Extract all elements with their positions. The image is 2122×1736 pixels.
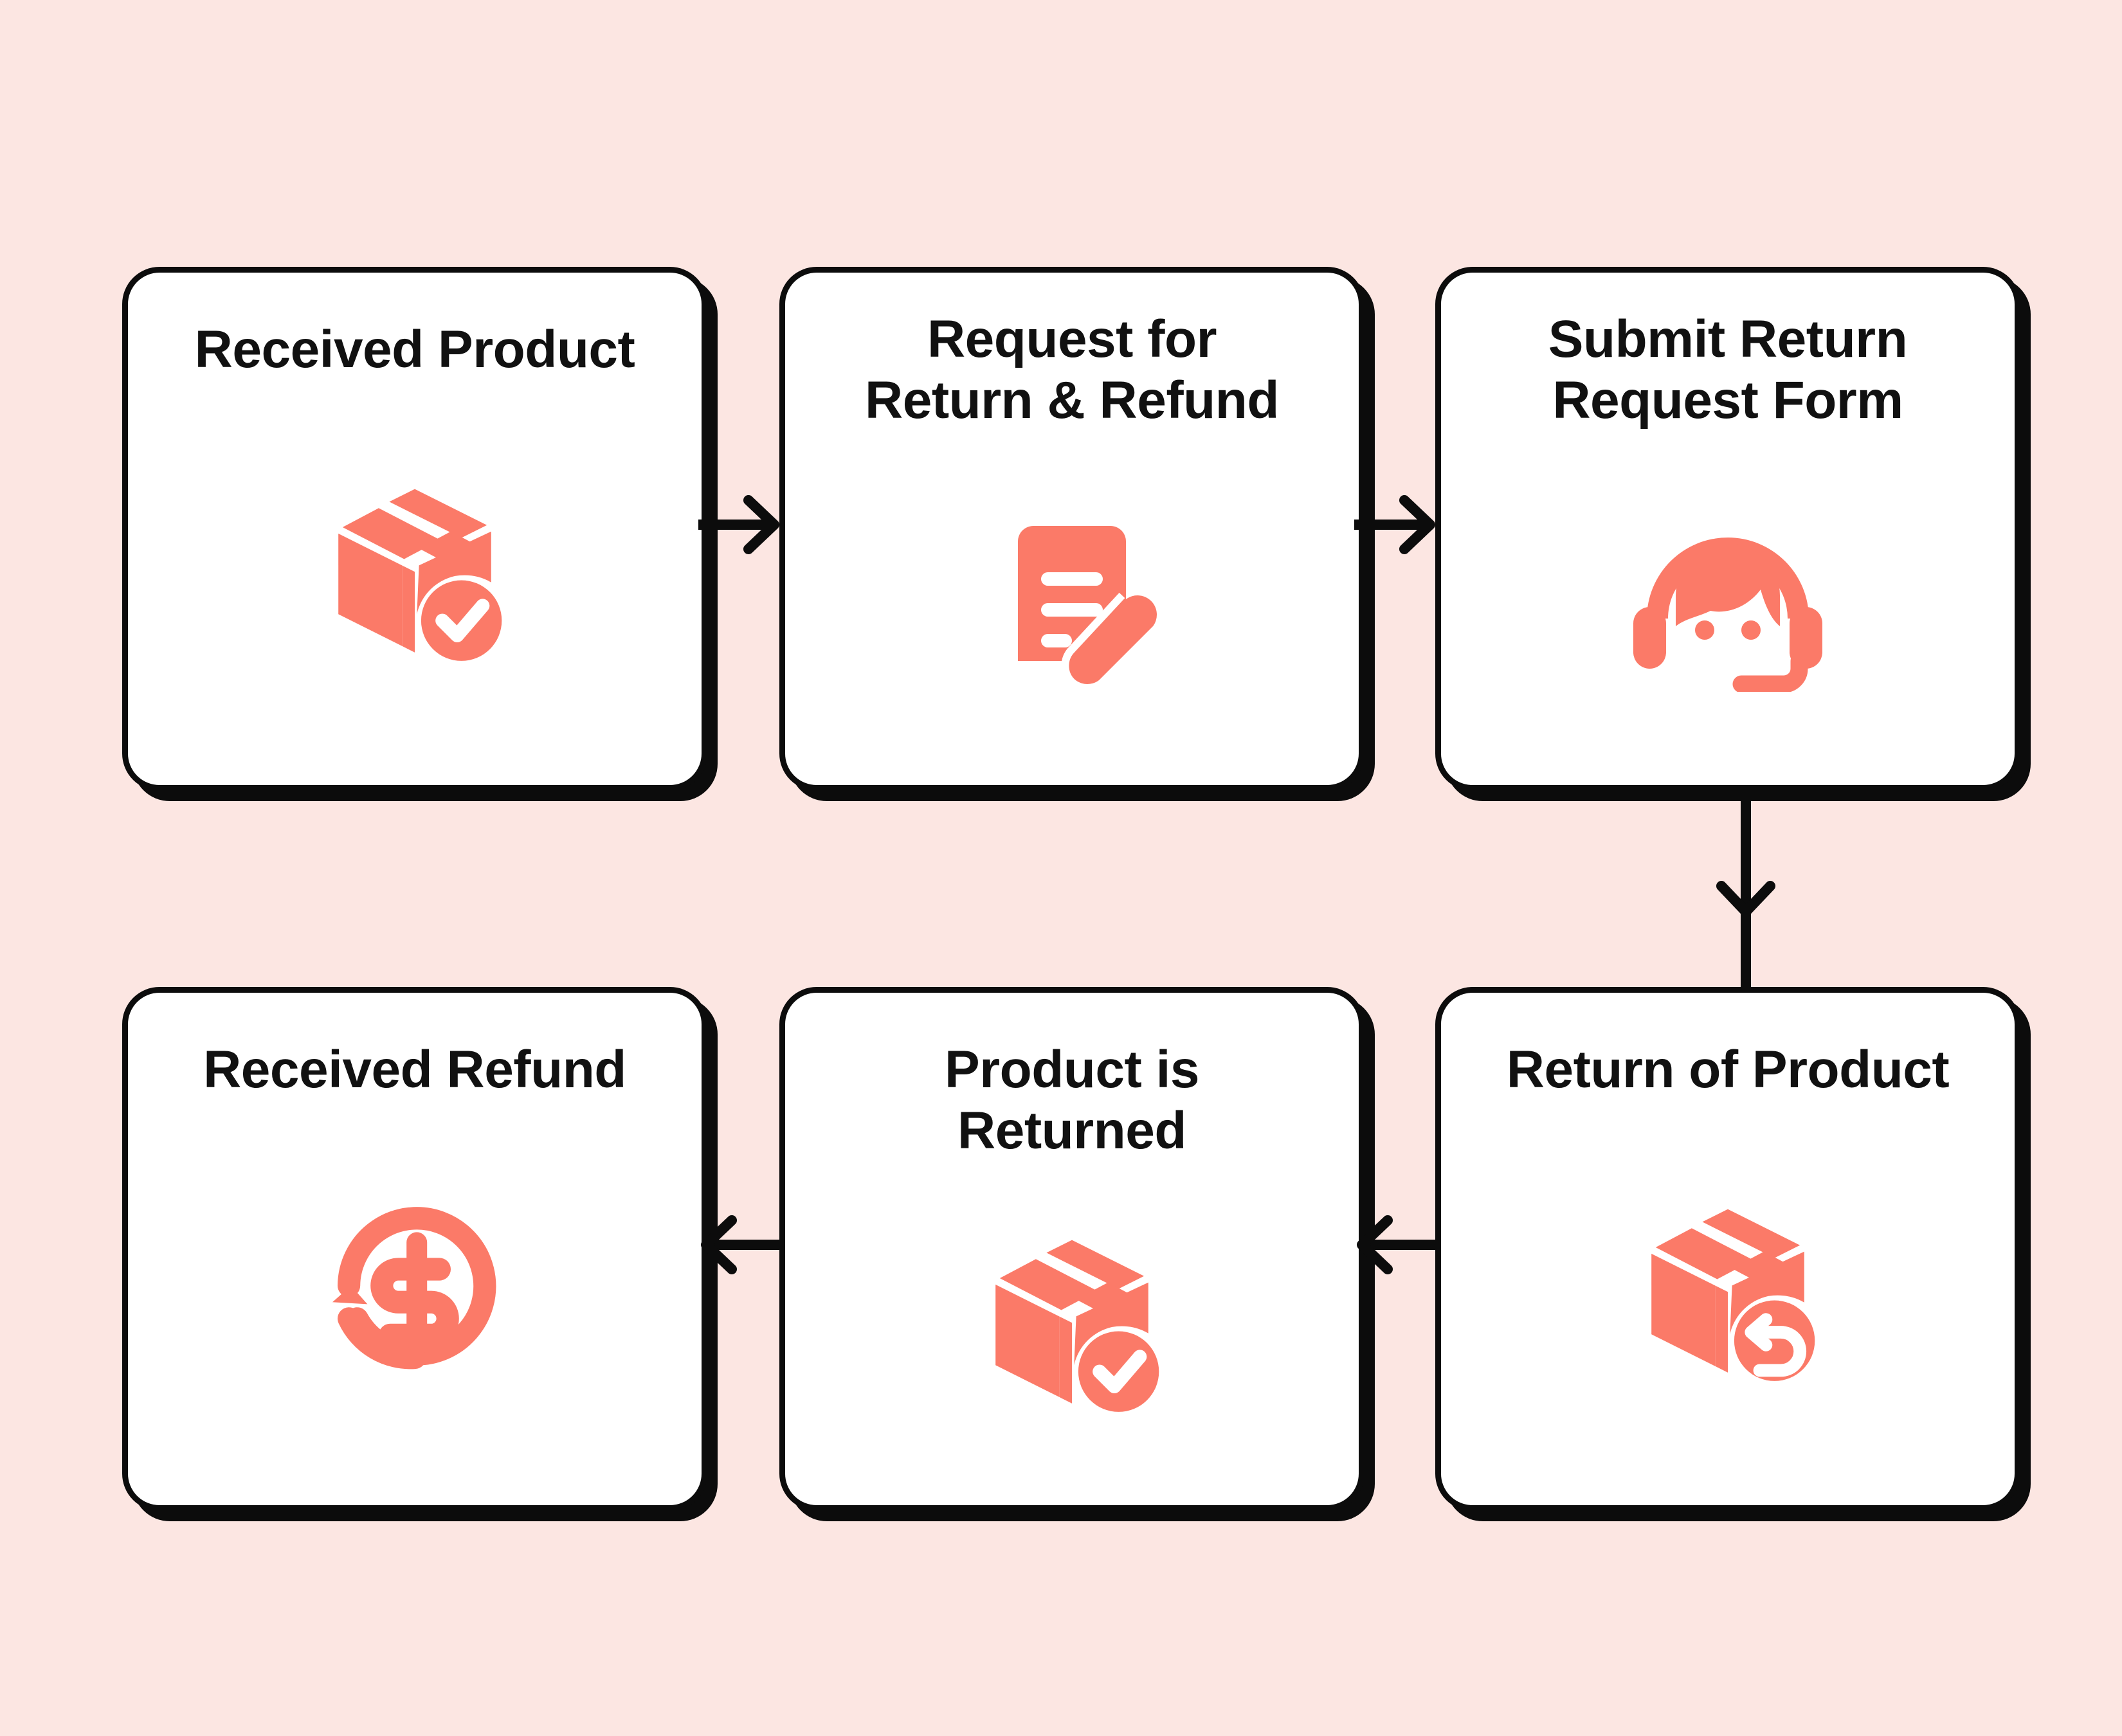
- box-check-icon: [128, 380, 702, 785]
- step-title: Received Product: [194, 320, 635, 379]
- arrow-right-icon: [698, 486, 782, 563]
- flowchart-grid: Received Product: [122, 267, 2020, 1511]
- step-title: Return of Product: [1506, 1040, 1950, 1099]
- headset-agent-icon: [1441, 431, 2015, 785]
- connector-return-of-product-to-product-returned: [1354, 1206, 1438, 1283]
- connector-received-product-to-request: [698, 486, 782, 563]
- step-card-submit-return-request-form[interactable]: Submit Return Request Form: [1435, 267, 2020, 791]
- connector-submit-form-to-return-of-product: [1707, 790, 1784, 995]
- connector-product-returned-to-received-refund: [698, 1206, 782, 1283]
- arrow-left-icon: [1354, 1206, 1438, 1283]
- step-title: Request for Return & Refund: [865, 310, 1279, 430]
- step-title: Submit Return Request Form: [1548, 310, 1908, 430]
- refund-dollar-icon: [128, 1100, 702, 1505]
- arrow-left-icon: [698, 1206, 782, 1283]
- connector-request-to-submit-form: [1354, 486, 1438, 563]
- step-title: Received Refund: [203, 1040, 626, 1099]
- box-check-icon: [785, 1161, 1359, 1505]
- arrow-down-icon: [1707, 790, 1784, 995]
- step-card-received-product[interactable]: Received Product: [122, 267, 707, 791]
- step-card-request-return-refund[interactable]: Request for Return & Refund: [779, 267, 1365, 791]
- step-title: Product is Returned: [945, 1040, 1199, 1161]
- arrow-right-icon: [1354, 486, 1438, 563]
- step-card-product-is-returned[interactable]: Product is Returned: [779, 987, 1365, 1511]
- step-card-received-refund[interactable]: Received Refund ▮▮: [122, 987, 707, 1511]
- box-undo-icon: [1441, 1100, 2015, 1505]
- step-card-return-of-product[interactable]: Return of Product: [1435, 987, 2020, 1511]
- document-pencil-icon: [785, 431, 1359, 785]
